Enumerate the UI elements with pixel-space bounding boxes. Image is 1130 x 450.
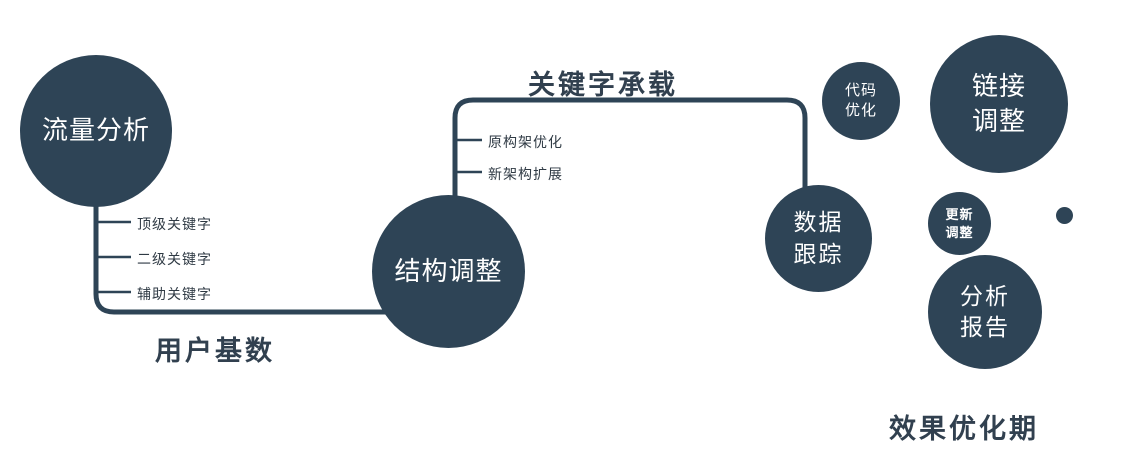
node-update-adjust-label-line2: 调整 xyxy=(945,224,974,240)
edge-label-keyword-carry: 关键字承载 xyxy=(528,70,678,100)
node-code-optimize-label-line2: 优化 xyxy=(844,102,877,119)
node-analysis-report-label-line1: 分析 xyxy=(960,282,1010,309)
node-structure-adjust: 结构调整 xyxy=(372,195,525,348)
node-analysis-report-label-line2: 报告 xyxy=(960,314,1010,340)
bullet-dot xyxy=(1056,207,1073,224)
footer-label-effect-period: 效果优化期 xyxy=(889,414,1039,444)
node-data-tracking: 数据 跟踪 xyxy=(765,185,872,292)
node-code-optimize: 代码 优化 xyxy=(822,62,900,140)
node-analysis-report: 分析 报告 xyxy=(928,255,1042,369)
node-structure-adjust-label: 结构调整 xyxy=(394,255,503,286)
tick-label-second-keywords: 二级关键字 xyxy=(137,251,212,267)
tick-label-aux-keywords: 辅助关键字 xyxy=(137,286,212,302)
edge-label-user-base: 用户基数 xyxy=(155,336,275,366)
node-update-adjust: 更新 调整 xyxy=(928,192,991,255)
tick-label-orig-architecture: 原构架优化 xyxy=(488,134,563,150)
node-link-adjust-label-line1: 链接 xyxy=(971,70,1026,101)
tick-label-top-keywords: 顶级关键字 xyxy=(137,216,212,232)
node-code-optimize-label-line1: 代码 xyxy=(844,81,877,99)
node-link-adjust: 链接 调整 xyxy=(930,35,1068,173)
node-link-adjust-label-line2: 调整 xyxy=(971,106,1026,136)
node-data-tracking-label-line2: 跟踪 xyxy=(793,240,844,267)
node-update-adjust-label-line1: 更新 xyxy=(945,206,974,222)
node-data-tracking-label-line1: 数据 xyxy=(793,209,844,236)
node-traffic-analysis-label: 流量分析 xyxy=(41,115,150,146)
tick-label-new-architecture: 新架构扩展 xyxy=(488,166,563,182)
node-traffic-analysis: 流量分析 xyxy=(20,55,172,207)
